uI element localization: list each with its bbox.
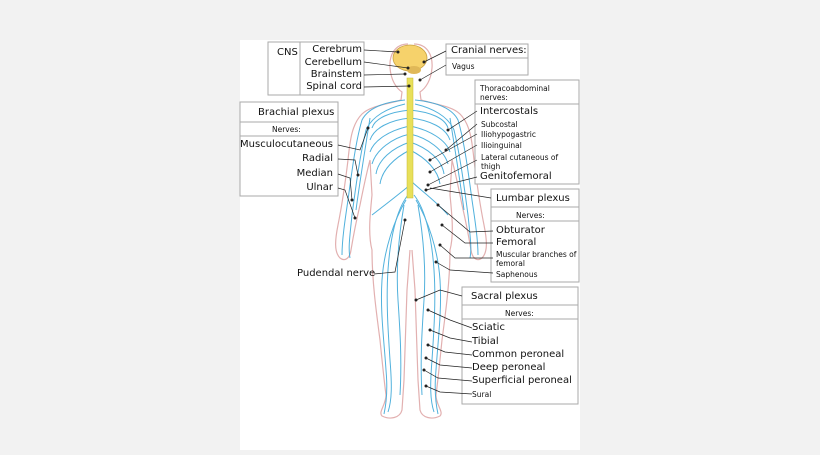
leader-lines bbox=[337, 49, 494, 395]
label-muscular-branches-of-femoral: Muscular branches of femoral bbox=[496, 250, 577, 268]
label-musculocutaneous: Musculocutaneous bbox=[240, 139, 333, 150]
label-sciatic: Sciatic bbox=[472, 322, 505, 333]
spinal-cord-shape bbox=[406, 77, 414, 199]
label-radial: Radial bbox=[302, 153, 333, 164]
leader-dots bbox=[350, 50, 450, 388]
label-brainstem: Brainstem bbox=[310, 69, 362, 80]
label-saphenous: Saphenous bbox=[496, 270, 538, 279]
label-lateral-cutaneous-of-thigh: Lateral cutaneous of thigh bbox=[481, 153, 559, 171]
thoraco-title: Thoracoabdominal nerves: bbox=[480, 84, 550, 102]
sacral-title: Sacral plexus bbox=[471, 291, 538, 302]
peripheral-nerves bbox=[341, 99, 479, 415]
label-obturator: Obturator bbox=[496, 225, 545, 236]
label-common-peroneal: Common peroneal bbox=[472, 349, 565, 360]
label-tibial: Tibial bbox=[472, 336, 499, 347]
label-spinal-cord: Spinal cord bbox=[306, 81, 362, 92]
label-superficial-peroneal: Superficial peroneal bbox=[472, 375, 572, 386]
label-ilioinguinal: Ilioinguinal bbox=[481, 141, 522, 150]
label-ulnar: Ulnar bbox=[306, 182, 333, 193]
label-genitofemoral: Genitofemoral bbox=[480, 171, 552, 182]
label-cerebrum: Cerebrum bbox=[312, 44, 362, 55]
lumbar-nerves-label: Nerves: bbox=[516, 211, 545, 220]
label-iliohypogastric: Iliohypogastric bbox=[481, 130, 537, 139]
label-femoral: Femoral bbox=[496, 237, 537, 248]
label-subcostal: Subcostal bbox=[481, 120, 518, 129]
label-intercostals: Intercostals bbox=[480, 106, 539, 117]
label-sural: Sural bbox=[472, 390, 492, 399]
label-median: Median bbox=[296, 168, 333, 179]
cerebellum-shape bbox=[407, 66, 421, 74]
label-deep-peroneal: Deep peroneal bbox=[472, 362, 546, 373]
sacral-nerves-label: Nerves: bbox=[505, 309, 534, 318]
cns-title: CNS bbox=[277, 47, 298, 58]
label-box-dividers bbox=[240, 42, 579, 320]
brachial-nerves-label: Nerves: bbox=[272, 125, 301, 134]
label-vagus: Vagus bbox=[452, 62, 475, 71]
label-cerebellum: Cerebellum bbox=[304, 57, 362, 68]
cranial-title: Cranial nerves: bbox=[451, 45, 527, 56]
label-pudendal-nerve: Pudendal nerve bbox=[297, 268, 376, 279]
brachial-title: Brachial plexus bbox=[258, 107, 335, 118]
lumbar-title: Lumbar plexus bbox=[496, 193, 570, 204]
label-boxes bbox=[239, 41, 580, 405]
